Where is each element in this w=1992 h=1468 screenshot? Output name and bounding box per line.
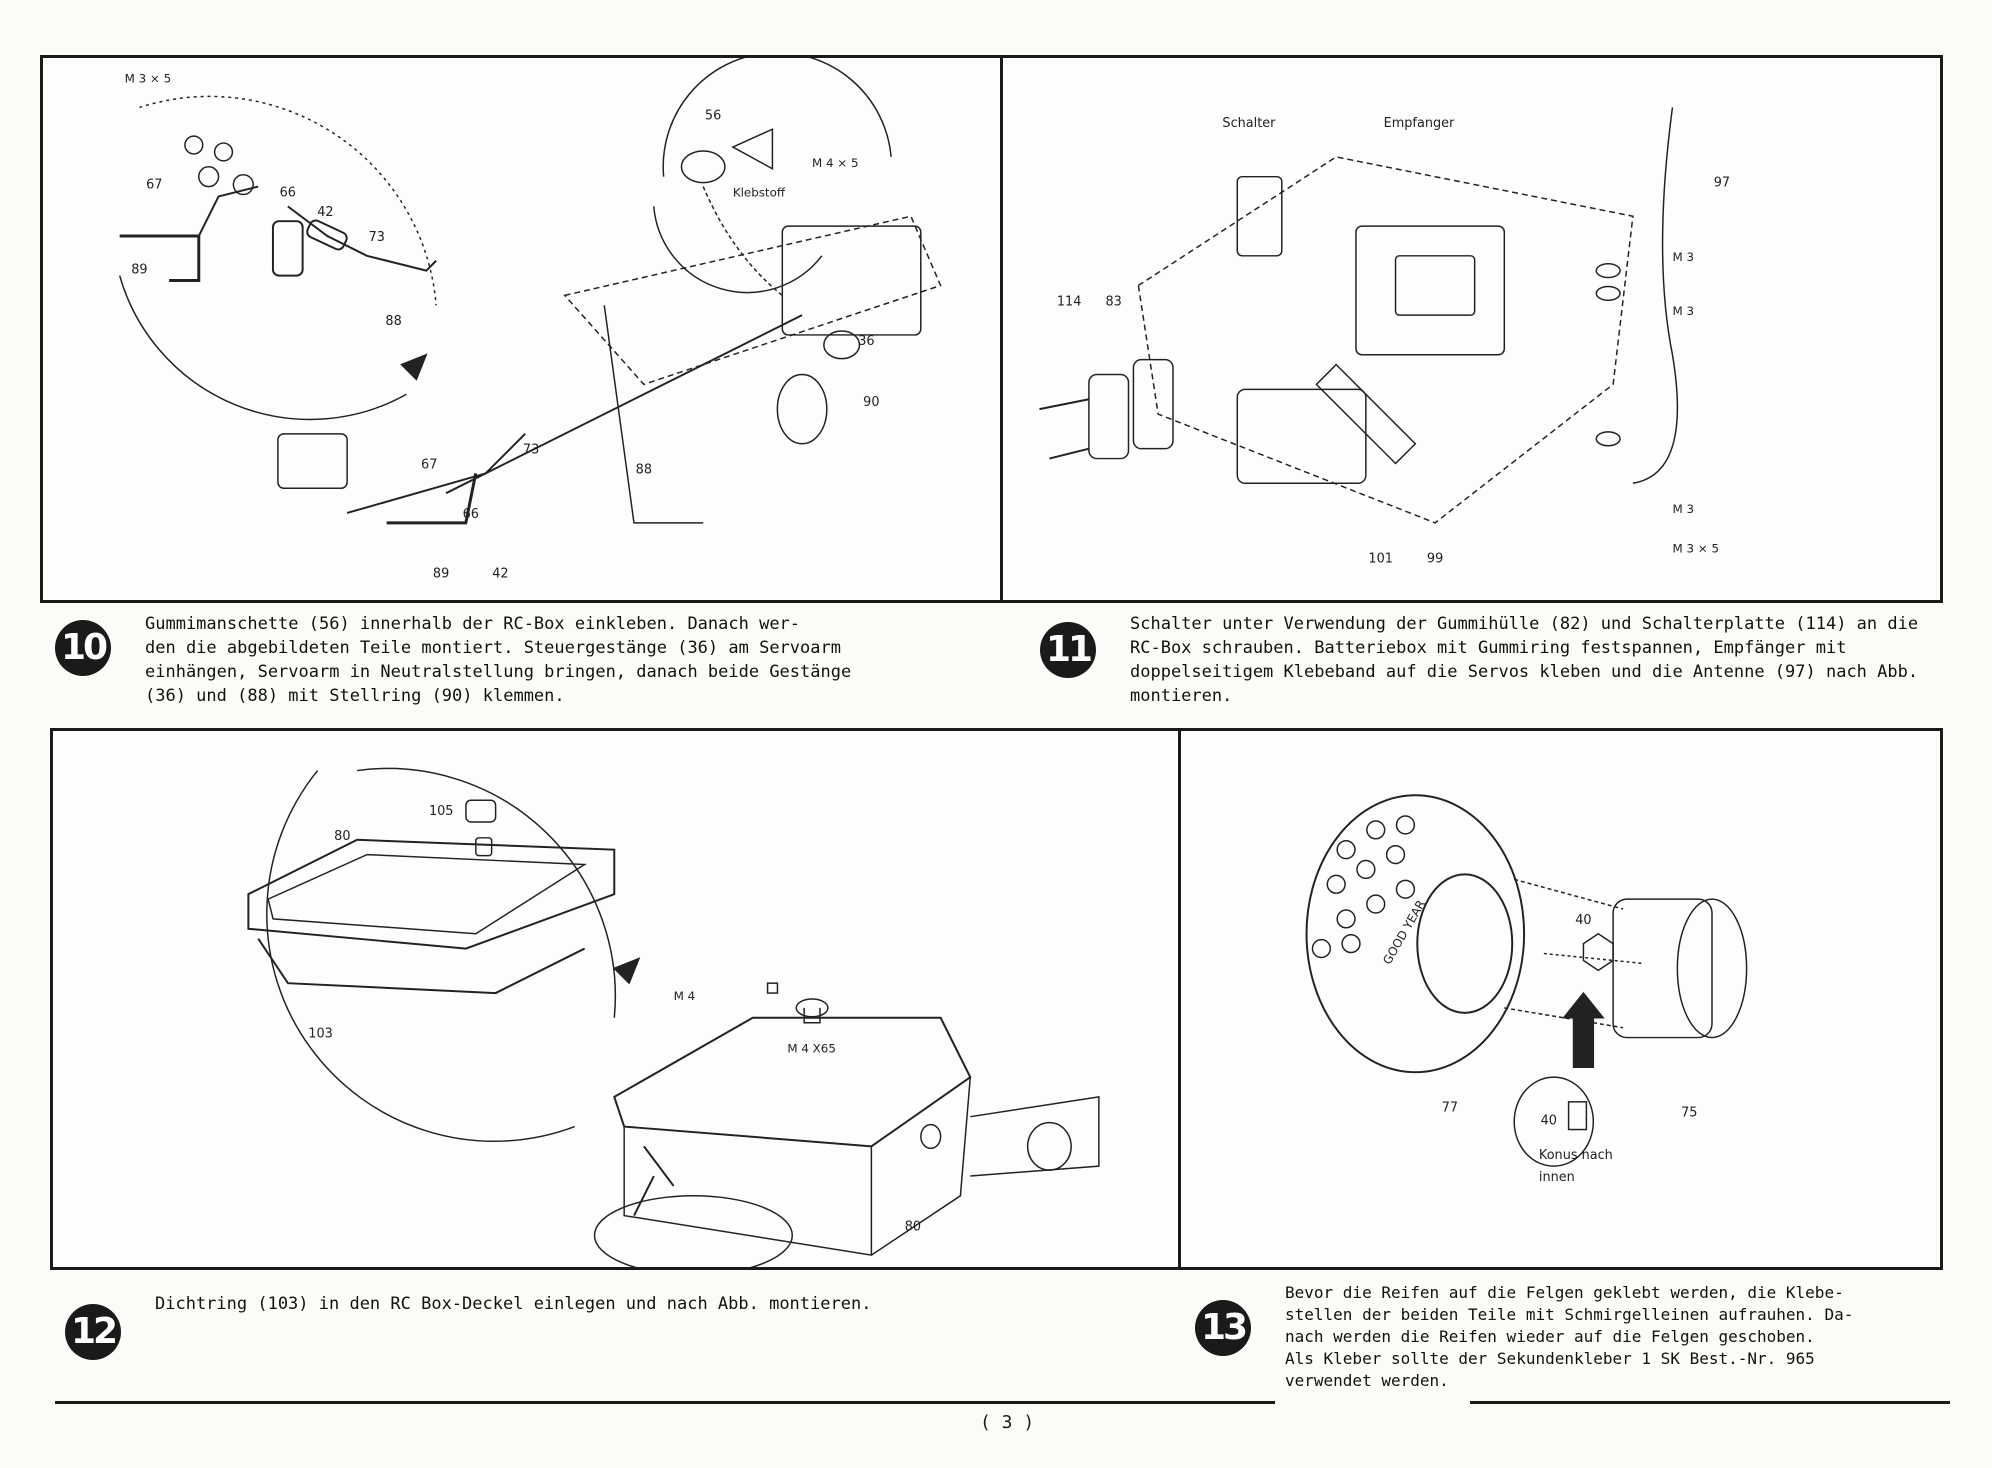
step-text: Dichtring (103) in den RC Box-Deckel ein… — [155, 1294, 872, 1314]
klebstoff-label: Klebstoff — [733, 185, 786, 199]
fig13-wheel — [1305, 794, 1748, 1167]
step-number-badge: 12 — [65, 1304, 121, 1360]
footer-rule-right — [1470, 1401, 1950, 1404]
svg-text:M 4 X65: M 4 X65 — [787, 1041, 836, 1055]
fig12-box-labels: M 4 M 4 X65 80 — [674, 989, 921, 1234]
svg-text:M 3: M 3 — [1672, 304, 1694, 318]
svg-text:42: 42 — [492, 566, 508, 581]
svg-text:73: 73 — [523, 443, 539, 458]
svg-text:90: 90 — [863, 395, 879, 410]
svg-text:56: 56 — [705, 108, 721, 123]
fig12-box — [593, 982, 1100, 1267]
svg-text:80: 80 — [334, 829, 350, 844]
fig10-boot-labels: 56 M 4 × 5 Klebstoff — [705, 108, 859, 199]
svg-text:innen: innen — [1539, 1170, 1575, 1185]
fig12-detail-labels: 105 80 103 — [308, 804, 453, 1042]
svg-text:M 3: M 3 — [1672, 250, 1694, 264]
fig10-boot-circle — [652, 58, 892, 296]
goodyear-lettering: GOOD YEAR — [1380, 898, 1428, 967]
panel-divider — [1178, 731, 1181, 1270]
svg-text:73: 73 — [369, 230, 385, 245]
step-number-badge: 10 — [55, 620, 111, 676]
fig10-detail-circle — [118, 95, 437, 421]
svg-text:80: 80 — [905, 1219, 921, 1234]
fig10-labels: M 3 × 5 67 66 42 73 89 88 — [125, 72, 402, 329]
svg-text:83: 83 — [1105, 294, 1121, 309]
top-figure-panel: M 3 × 5 67 66 42 73 89 88 56 M 4 × 5 Kle… — [40, 55, 1943, 603]
svg-text:97: 97 — [1714, 176, 1730, 191]
svg-text:40: 40 — [1541, 1114, 1557, 1129]
svg-text:103: 103 — [308, 1027, 333, 1042]
svg-text:75: 75 — [1681, 1106, 1697, 1121]
step-text: Bevor die Reifen auf die Felgen geklebt … — [1285, 1283, 1854, 1390]
m3x5-label: M 3 × 5 — [125, 72, 172, 86]
panel-divider — [1000, 58, 1003, 603]
svg-text:42: 42 — [317, 205, 333, 220]
svg-text:40: 40 — [1575, 913, 1591, 928]
svg-text:99: 99 — [1427, 551, 1443, 566]
fig11-assembly — [1039, 107, 1679, 524]
svg-text:77: 77 — [1442, 1101, 1458, 1116]
step-number-badge: 11 — [1040, 622, 1096, 678]
fig11-labels: Schalter Empfanger 97 M 3 M 3 M 3 M 3 × … — [1057, 116, 1730, 566]
schalter-label: Schalter — [1222, 116, 1276, 131]
footer-rule-left — [55, 1401, 1275, 1404]
figures-10-11: M 3 × 5 67 66 42 73 89 88 56 M 4 × 5 Kle… — [118, 58, 1730, 581]
svg-text:66: 66 — [463, 507, 479, 522]
svg-text:88: 88 — [636, 462, 652, 477]
fig10-assembly-labels: 36 90 67 73 66 88 89 42 — [421, 334, 879, 581]
fig10-assembly — [277, 215, 942, 525]
svg-text:66: 66 — [280, 185, 296, 200]
svg-text:M 3 × 5: M 3 × 5 — [1672, 542, 1719, 556]
fig12-detail-circle — [247, 767, 641, 1142]
svg-text:36: 36 — [858, 334, 874, 349]
step-number-badge: 13 — [1195, 1300, 1251, 1356]
bottom-figure-panel: 105 80 103 M 4 M 4 X65 80 — [50, 728, 1943, 1270]
svg-text:M 4: M 4 — [674, 989, 696, 1003]
svg-text:M 3: M 3 — [1672, 502, 1694, 516]
svg-text:67: 67 — [146, 178, 162, 193]
step-text: Schalter unter Verwendung der Gummihülle… — [1130, 614, 1919, 706]
svg-text:105: 105 — [429, 804, 454, 819]
m4x5-label: M 4 × 5 — [812, 156, 859, 170]
svg-text:88: 88 — [385, 314, 401, 329]
svg-text:101: 101 — [1368, 551, 1393, 566]
page-number: ( 3 ) — [980, 1412, 1035, 1433]
fig13-labels: GOOD YEAR 40 40 77 75 Konus nach innen — [1380, 898, 1697, 1185]
svg-text:67: 67 — [421, 457, 437, 472]
svg-text:89: 89 — [131, 263, 147, 278]
svg-text:Konus nach: Konus nach — [1539, 1148, 1613, 1163]
figures-12-13: 105 80 103 M 4 M 4 X65 80 — [247, 767, 1748, 1267]
empfanger-label: Empfanger — [1384, 116, 1455, 131]
step-text: Gummimanschette (56) innerhalb der RC-Bo… — [145, 614, 852, 706]
svg-text:89: 89 — [433, 566, 449, 581]
svg-text:114: 114 — [1057, 294, 1082, 309]
